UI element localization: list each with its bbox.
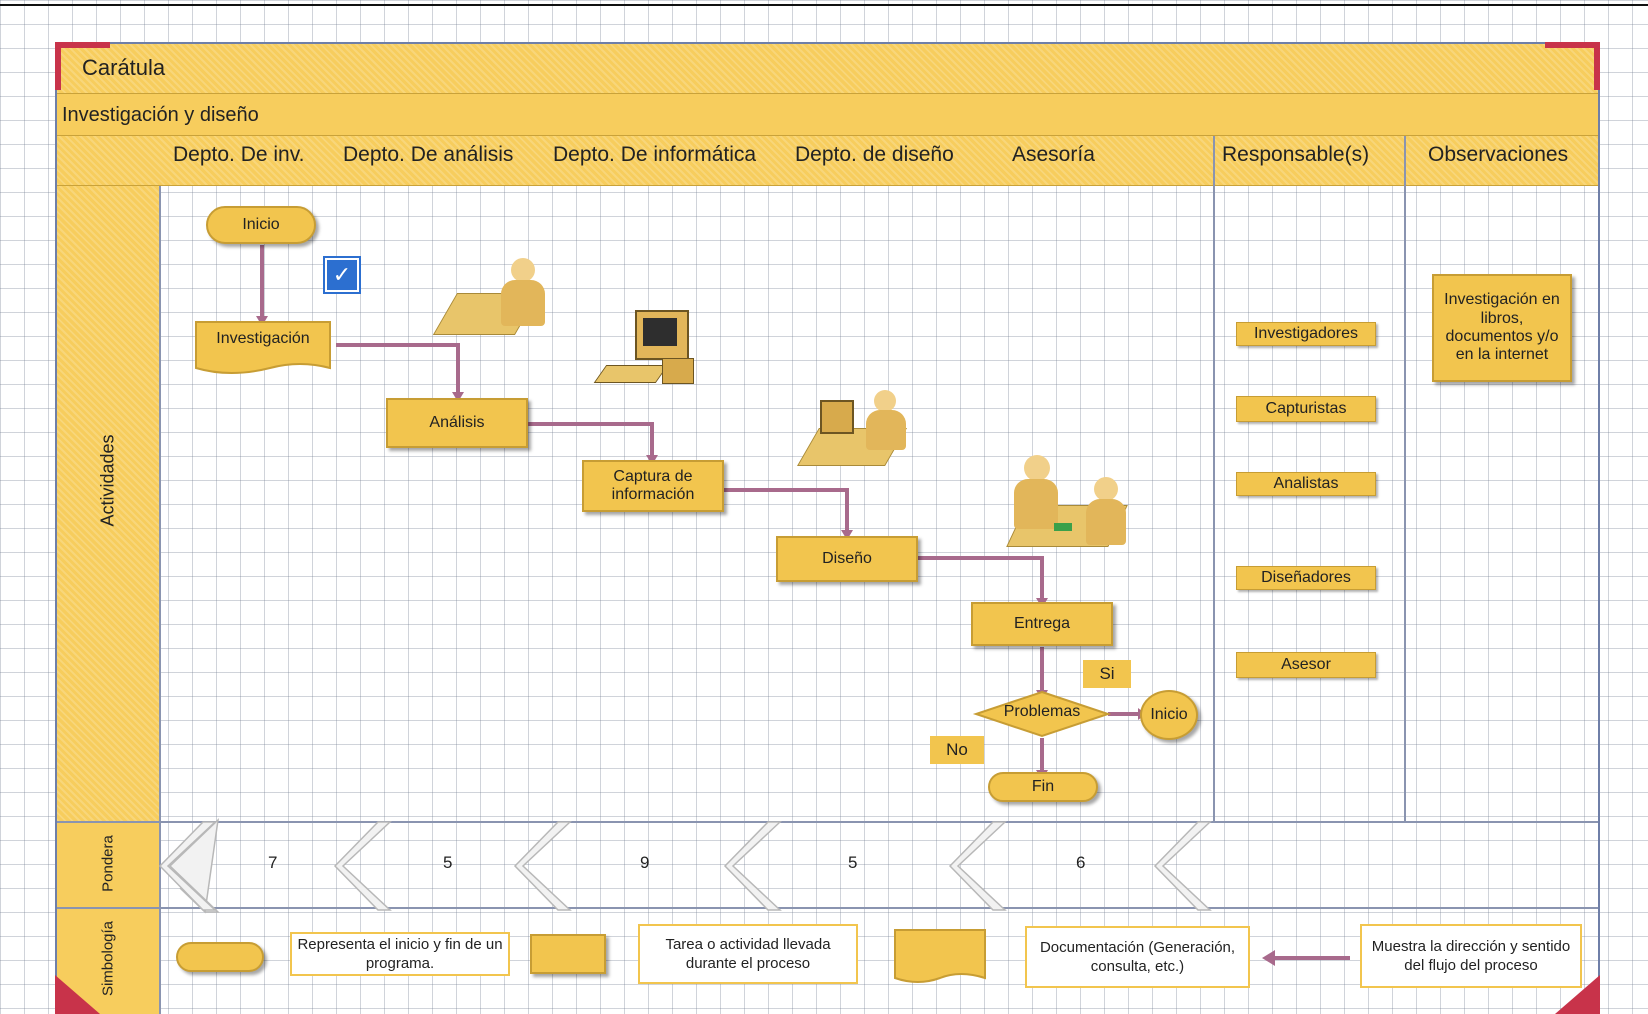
page-subtitle: Investigación y diseño: [62, 104, 259, 126]
label-si: Si: [1083, 660, 1131, 688]
pondera-value-2: 5: [443, 853, 453, 872]
node-inicio[interactable]: Inicio: [206, 206, 316, 244]
legend-inicio-fin: Representa el inicio y fin de un program…: [290, 932, 510, 976]
sidebar-pondera: [57, 823, 159, 907]
observaciones-note[interactable]: Investigación en libros, documentos y/o …: [1432, 274, 1572, 382]
divider-sidebar: [159, 186, 161, 1014]
person-at-desk-icon: [432, 258, 555, 343]
legend-tarea: Tarea o actividad llevada durante el pro…: [638, 924, 858, 984]
meeting-icon: [1006, 455, 1136, 565]
column-header-observaciones: Observaciones: [1428, 143, 1569, 166]
node-captura[interactable]: Captura de información: [582, 460, 724, 512]
column-header-informatica: Depto. De informática: [553, 143, 757, 166]
row-label-actividades: Actividades: [97, 434, 118, 527]
pondera-value-1: 7: [268, 853, 278, 872]
divider-pondera-top: [57, 821, 1598, 823]
legend-direccion: Muestra la dirección y sentido del flujo…: [1360, 924, 1582, 988]
column-header-analisis: Depto. De análisis: [343, 143, 514, 166]
node-analisis[interactable]: Análisis: [386, 398, 528, 448]
node-inicio-2[interactable]: Inicio: [1140, 690, 1198, 740]
person-at-computer-icon: [797, 390, 918, 475]
diagram-frame: [55, 42, 1600, 1014]
pondera-value-3: 9: [640, 853, 650, 872]
pondera-value-5: 6: [1076, 853, 1086, 872]
top-rule: [0, 4, 1648, 6]
column-header-diseno: Depto. de diseño: [795, 143, 954, 166]
responsable-disenadores[interactable]: Diseñadores: [1236, 566, 1376, 590]
pondera-value-4: 5: [848, 853, 858, 872]
row-label-simbologia: Simbología: [99, 920, 117, 997]
divider-responsables: [1213, 136, 1215, 822]
checkbox-edit-icon: ✓: [325, 258, 359, 292]
responsable-investigadores[interactable]: Investigadores: [1236, 322, 1376, 346]
subtitle-band: [57, 94, 1598, 136]
legend-process-shape: [530, 934, 606, 974]
responsable-capturistas[interactable]: Capturistas: [1236, 396, 1376, 422]
column-header-responsables: Responsable(s): [1222, 143, 1370, 166]
node-diseno[interactable]: Diseño: [776, 536, 918, 582]
computer-icon: [593, 310, 700, 395]
sidebar-actividades: [57, 186, 159, 821]
title-band: [57, 44, 1598, 94]
responsable-asesor[interactable]: Asesor: [1236, 652, 1376, 678]
responsable-analistas[interactable]: Analistas: [1236, 472, 1376, 496]
legend-documentacion: Documentación (Generación, consulta, etc…: [1025, 926, 1250, 988]
node-fin[interactable]: Fin: [988, 772, 1098, 802]
column-header-inv: Depto. De inv.: [173, 143, 305, 166]
divider-simbologia-top: [57, 907, 1598, 909]
column-header-asesoria: Asesoría: [1012, 143, 1095, 166]
divider-observaciones: [1404, 136, 1406, 822]
legend-terminal-shape: [176, 942, 264, 972]
node-entrega[interactable]: Entrega: [971, 602, 1113, 646]
node-investigacion[interactable]: Investigación: [216, 330, 310, 347]
label-no: No: [930, 736, 984, 764]
row-label-pondera: Pondera: [99, 835, 117, 892]
column-header-band: [57, 136, 1598, 186]
node-problemas[interactable]: Problemas: [1003, 703, 1081, 720]
